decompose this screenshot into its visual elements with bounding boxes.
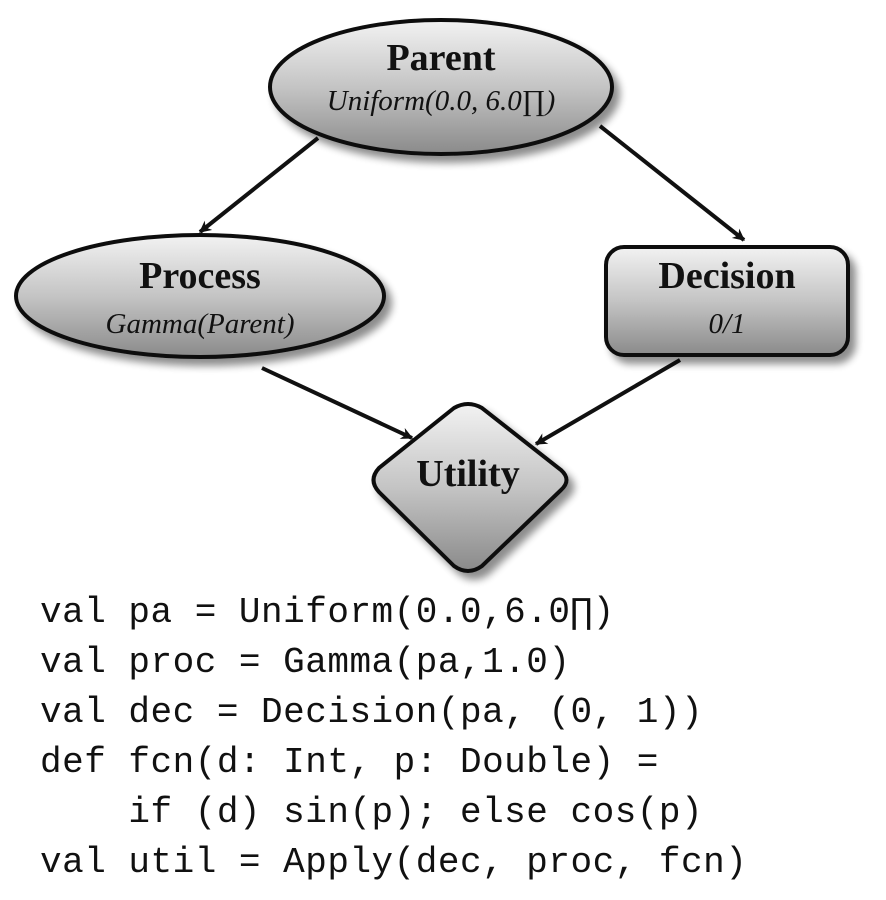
edge-process-to-utility bbox=[261, 366, 414, 440]
utility-node-title: Utility bbox=[416, 453, 519, 495]
decision-node-shape bbox=[604, 245, 850, 357]
parent-node: Parent Uniform(0.0, 6.0∏) bbox=[268, 18, 614, 156]
edge-decision-to-utility bbox=[534, 358, 682, 446]
parent-node-distribution: Uniform(0.0, 6.0∏) bbox=[327, 85, 555, 117]
bayesian-network-diagram: Parent Uniform(0.0, 6.0∏) Process Gamma(… bbox=[14, 18, 850, 573]
parent-node-title: Parent bbox=[386, 37, 495, 79]
decision-node-title: Decision bbox=[658, 255, 795, 297]
code-line: def fcn(d: Int, p: Double) = bbox=[40, 742, 659, 783]
code-line: val pa = Uniform(0.0,6.0∏) bbox=[40, 592, 615, 633]
code-line: val util = Apply(dec, proc, fcn) bbox=[40, 842, 748, 883]
process-node: Process Gamma(Parent) bbox=[14, 233, 386, 359]
decision-node: Decision 0/1 bbox=[604, 245, 850, 357]
utility-node: Utility bbox=[371, 402, 569, 573]
process-node-title: Process bbox=[139, 255, 261, 297]
code-line: if (d) sin(p); else cos(p) bbox=[40, 792, 704, 833]
decision-node-values: 0/1 bbox=[708, 308, 745, 340]
utility-node-shape bbox=[371, 402, 569, 573]
edge-parent-to-decision bbox=[598, 124, 746, 242]
code-line: val proc = Gamma(pa,1.0) bbox=[40, 642, 571, 683]
parent-node-shape bbox=[268, 18, 614, 156]
edges bbox=[198, 124, 746, 446]
code-listing: val pa = Uniform(0.0,6.0∏) val proc = Ga… bbox=[40, 588, 747, 888]
process-node-distribution: Gamma(Parent) bbox=[106, 308, 295, 340]
process-node-shape bbox=[14, 233, 386, 359]
code-line: val dec = Decision(pa, (0, 1)) bbox=[40, 692, 704, 733]
edge-parent-to-process bbox=[198, 136, 320, 234]
